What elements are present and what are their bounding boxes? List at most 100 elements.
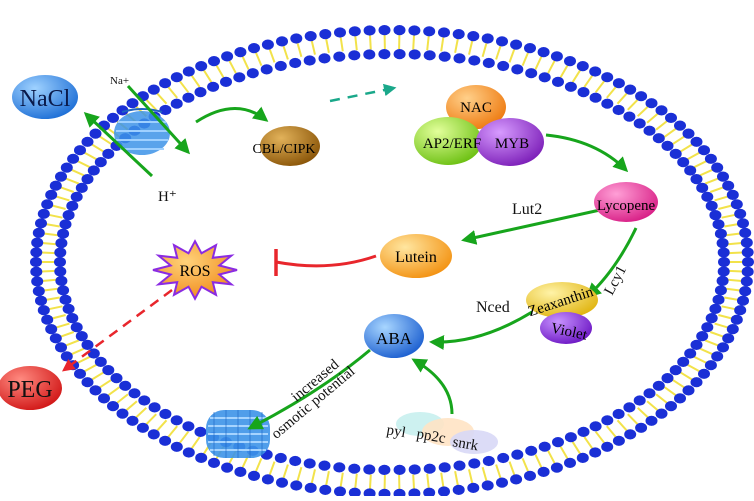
lipid-head: [148, 429, 160, 439]
lipid-head: [60, 219, 72, 229]
lipid-head: [305, 483, 317, 493]
lipid-head: [468, 458, 480, 468]
lipid-head: [76, 183, 88, 193]
lipid-head: [467, 31, 479, 41]
lipid-head: [565, 82, 577, 92]
lipid-head: [50, 333, 62, 343]
lipid-head: [717, 238, 729, 248]
lipid-head: [233, 72, 245, 82]
lipid-head: [95, 357, 107, 367]
h-plus-label: H⁺: [158, 189, 177, 205]
lipid-head: [565, 432, 577, 442]
lipid-head: [379, 489, 391, 496]
lipid-head: [348, 50, 360, 60]
lipid-head: [701, 192, 713, 202]
lipid-head: [646, 98, 658, 108]
lipid-head: [248, 43, 260, 53]
ros-label: ROS: [179, 263, 210, 280]
lipid-head: [290, 480, 302, 490]
lipid-head: [55, 276, 67, 286]
lipid-head: [718, 266, 730, 276]
peg-node: PEG: [0, 366, 62, 410]
lipid-head: [148, 85, 160, 95]
lipid-head: [718, 257, 730, 267]
lipid-head: [656, 409, 668, 419]
lipid-head: [221, 51, 233, 61]
lipid-head: [742, 247, 754, 257]
lipid-head: [722, 181, 734, 191]
lipid-head: [159, 105, 171, 115]
lipid-head: [644, 126, 656, 136]
lipid-head: [55, 342, 67, 352]
lipid-head: [497, 61, 509, 71]
lipid-head: [378, 49, 390, 59]
lipid-head: [467, 483, 479, 493]
lipid-head: [289, 456, 301, 466]
lipid-head: [107, 401, 119, 411]
lipid-head: [683, 129, 695, 139]
lipid-head: [55, 238, 67, 248]
lipid-head: [653, 381, 665, 391]
lipid-head: [439, 52, 451, 62]
lipid-head: [706, 201, 718, 211]
lipid-head: [691, 174, 703, 184]
lipid-head: [334, 27, 346, 37]
lipid-head: [45, 324, 57, 334]
lipid-head: [90, 129, 102, 139]
lipid-head: [613, 436, 625, 446]
lipid-head: [623, 402, 635, 412]
lipid-head: [424, 50, 436, 60]
lipid-head: [35, 218, 47, 228]
lipid-head: [734, 305, 746, 315]
lipid-head: [234, 47, 246, 57]
lipid-head: [319, 485, 331, 495]
lipid-head: [71, 192, 83, 202]
lipid-head: [709, 210, 721, 220]
lipid-head: [107, 113, 119, 123]
lipid-head: [613, 409, 625, 419]
lipid-head: [698, 369, 710, 379]
lipid-head: [234, 467, 246, 477]
lipid-head: [127, 416, 139, 426]
lipid-head: [564, 56, 576, 66]
lipid-head: [691, 377, 703, 387]
lipid-head: [102, 149, 114, 159]
aba-node: ABA: [364, 314, 424, 358]
lipid-head: [364, 25, 376, 35]
lipid-head: [76, 331, 88, 341]
lipid-head: [589, 66, 601, 76]
lipid-head: [394, 489, 406, 496]
lipid-head: [739, 286, 751, 296]
lipid-head: [653, 133, 665, 143]
lipid-head: [665, 113, 677, 123]
lipid-head: [74, 145, 86, 155]
lipid-head: [564, 458, 576, 468]
lipid-head: [552, 77, 564, 87]
lipid-head: [552, 437, 564, 447]
lipid-head: [247, 68, 259, 78]
lipid-head: [578, 87, 590, 97]
lipid-head: [601, 415, 613, 425]
lipid-head: [171, 415, 183, 425]
lipid-head: [182, 421, 194, 431]
lipid-head: [734, 209, 746, 219]
lipid-head: [482, 480, 494, 490]
lipid-head: [129, 388, 141, 398]
lipid-head: [195, 61, 207, 71]
lipid-head: [111, 373, 123, 383]
lipid-head: [54, 247, 66, 257]
lipid-head: [706, 313, 718, 323]
arrow-receptors-to-aba: [414, 360, 452, 414]
lipid-head: [207, 82, 219, 92]
lipid-head: [57, 285, 69, 295]
lipid-head: [137, 423, 149, 433]
lipid-head: [590, 421, 602, 431]
lipid-head: [538, 47, 550, 57]
lipid-head: [696, 331, 708, 341]
aquaporin-channel-bottom: [206, 410, 270, 458]
lipid-head: [715, 229, 727, 239]
lipid-head: [742, 257, 754, 267]
lut2-label: Lut2: [512, 201, 542, 218]
